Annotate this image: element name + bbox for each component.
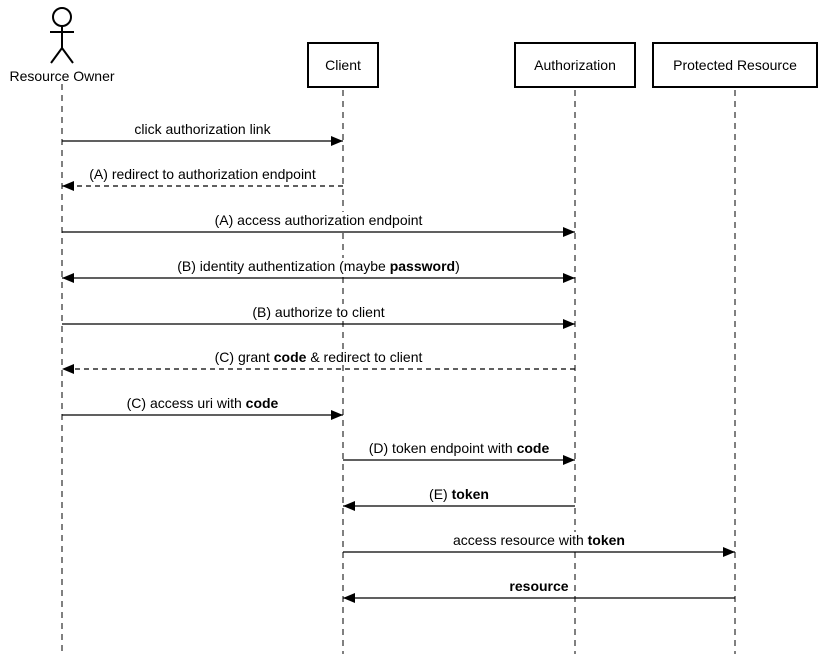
message-keyword: resource (509, 578, 569, 594)
message-text: (A) access authorization endpoint (214, 212, 423, 228)
participant-auth-box: Authorization (514, 42, 636, 88)
message-4-label: (B) identity authentization (maybe passw… (176, 258, 461, 274)
message-keyword: token (451, 486, 489, 502)
actor-right-leg-icon (61, 47, 74, 64)
message-keyword: password (389, 258, 456, 274)
message-text: (A) redirect to authorization endpoint (89, 166, 316, 182)
participant-owner-label: Resource Owner (9, 68, 115, 84)
message-1-label: click authorization link (133, 121, 272, 137)
message-text: (E) (429, 486, 452, 502)
message-10-label: access resource with token (452, 532, 626, 548)
participant-resource-box: Protected Resource (652, 42, 818, 88)
message-text: access resource with (453, 532, 588, 548)
message-text: & redirect to client (306, 349, 423, 365)
message-keyword: code (245, 395, 279, 411)
message-9-label: (E) token (428, 486, 490, 502)
message-text: (B) authorize to client (252, 304, 385, 320)
message-text: click authorization link (134, 121, 271, 137)
message-text: (D) token endpoint with (368, 440, 517, 456)
actor-left-leg-icon (50, 47, 63, 64)
message-text: (C) access uri with (126, 395, 246, 411)
message-keyword: code (273, 349, 307, 365)
participant-resource-label: Protected Resource (673, 57, 797, 73)
message-text: (B) identity authentization (maybe (177, 258, 390, 274)
message-2-label: (A) redirect to authorization endpoint (88, 166, 317, 182)
message-text: (C) grant (214, 349, 274, 365)
participant-client-label: Client (325, 57, 361, 73)
message-8-label: (D) token endpoint with code (367, 440, 551, 456)
participant-auth-label: Authorization (534, 57, 616, 73)
message-3-label: (A) access authorization endpoint (213, 212, 424, 228)
message-keyword: token (587, 532, 625, 548)
message-5-label: (B) authorize to client (251, 304, 386, 320)
message-keyword: code (516, 440, 550, 456)
message-6-label: (C) grant code & redirect to client (213, 349, 424, 365)
participant-client-box: Client (307, 42, 379, 88)
actor-head-icon (52, 7, 72, 27)
message-7-label: (C) access uri with code (125, 395, 280, 411)
message-text: ) (455, 258, 460, 274)
message-11-label: resource (508, 578, 570, 594)
